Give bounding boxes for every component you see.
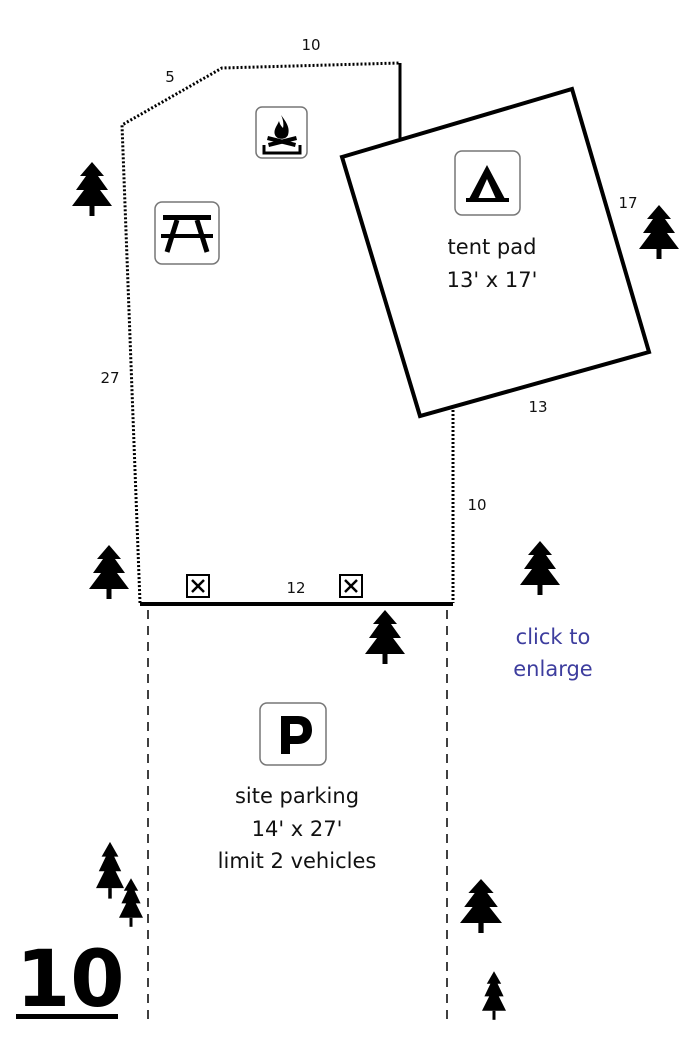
tent-icon: [454, 150, 521, 216]
site-number-underline: [16, 1014, 118, 1019]
tree-icon: [520, 541, 560, 595]
parking-size: 14' x 27': [252, 817, 343, 841]
parking-lane: [147, 610, 448, 1022]
dim-top-left: 5: [165, 68, 175, 86]
enlarge-link[interactable]: click to enlarge: [513, 625, 592, 681]
tree-icon: [72, 162, 112, 216]
boundary-marker-icon: [339, 574, 363, 598]
enlarge-link-line1[interactable]: click to: [516, 625, 591, 649]
tent-pad-title: tent pad: [448, 235, 537, 259]
tree-icon: [460, 879, 502, 933]
dim-tent-bottom: 13: [528, 398, 547, 416]
dim-front: 12: [286, 579, 305, 597]
tree-icon: [89, 545, 129, 599]
tree-icon: [365, 610, 405, 664]
picnic-table-icon: [154, 201, 220, 265]
tree-icon: [639, 205, 679, 259]
parking-icon: [259, 702, 327, 766]
dim-lower-right: 10: [467, 496, 486, 514]
boundary-marker-icon: [186, 574, 210, 598]
tree-icon: [96, 841, 124, 899]
site-number: 10: [16, 935, 125, 1025]
tent-pad: [339, 86, 652, 419]
dim-top: 10: [301, 36, 320, 54]
tent-pad-size: 13' x 17': [447, 268, 538, 292]
parking-limit: limit 2 vehicles: [218, 849, 377, 873]
parking-title: site parking: [235, 784, 359, 808]
campfire-icon: [255, 106, 308, 159]
tree-icon: [482, 971, 506, 1020]
site-boundary: [120, 61, 455, 604]
dim-left: 27: [100, 369, 119, 387]
enlarge-link-line2[interactable]: enlarge: [513, 657, 592, 681]
dim-tent-right: 17: [618, 194, 637, 212]
